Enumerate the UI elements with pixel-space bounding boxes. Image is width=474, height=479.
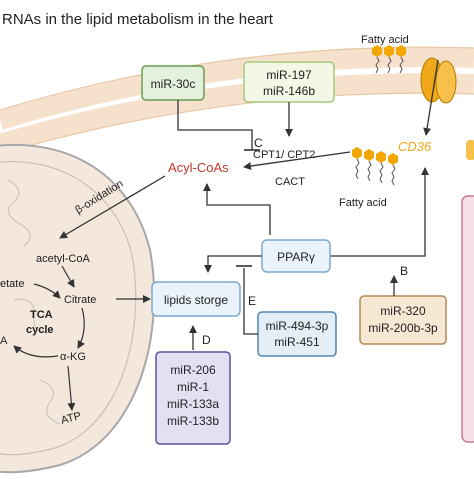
letter-d: D <box>202 333 211 347</box>
mir206-group-box: miR-206 miR-1 miR-133a miR-133b <box>155 351 231 445</box>
cact-label: CACT <box>275 176 305 188</box>
mitochondrion <box>0 143 156 474</box>
fatty-acid-mid-label: Fatty acid <box>339 197 387 209</box>
fatty-acid-top-icon <box>372 45 406 74</box>
letter-c: C <box>254 136 263 150</box>
beta-oxidation-arrow <box>59 175 166 239</box>
mir1-line: miR-1 <box>177 380 209 394</box>
mir200b-line: miR-200b-3p <box>368 321 438 335</box>
mir494-451-box: miR-494-3p miR-451 <box>257 311 337 357</box>
figure-title: RNAs in the lipid metabolism in the hear… <box>2 11 274 28</box>
atp-label: ATP <box>60 410 83 427</box>
citrate-to-akg-arrow <box>77 307 85 349</box>
mir30c-box: miR-30c <box>141 65 205 101</box>
letter-b: B <box>400 264 408 278</box>
pparg-box: PPARγ <box>261 239 331 273</box>
mir197-line: miR-197 <box>266 68 312 82</box>
mir133a-line: miR-133a <box>167 397 219 411</box>
membrane-edge <box>0 92 474 155</box>
lipids-storge-box: lipids storge <box>151 281 241 317</box>
mir30c-inhibition-line <box>177 100 253 150</box>
membrane-outer <box>0 47 474 130</box>
acetyl-coa-label: acetyl-CoA <box>36 253 90 265</box>
cd36-transport-arrow <box>423 59 439 136</box>
mir206-line: miR-206 <box>170 363 216 377</box>
acetate-label: etate <box>0 278 24 290</box>
pparg-label: PPARγ <box>277 250 315 264</box>
akg-to-oaa-arrow <box>13 345 59 358</box>
mir494-inhibition-line <box>243 268 258 335</box>
tca-label: TCA <box>30 309 53 321</box>
mir133b-line: miR-133b <box>167 414 219 428</box>
cd36-label: CD36 <box>398 139 432 154</box>
oaa-fragment-label: A <box>0 335 8 347</box>
mir197-146b-box: miR-197 miR-146b <box>243 61 335 103</box>
mir451-line: miR-451 <box>274 335 320 349</box>
acetyl-to-citrate-arrow <box>61 265 75 288</box>
cpt-label: CPT1/ CPT2 <box>253 149 315 161</box>
cycle-label: cycle <box>26 324 54 336</box>
pparg-to-cd36-arrow <box>330 167 429 257</box>
fatty-acid-mid-icon <box>352 147 398 186</box>
pparg-to-acyl-arrow <box>203 183 271 235</box>
membrane-inner <box>0 73 474 154</box>
mir146b-line: miR-146b <box>263 84 315 98</box>
mir30c-line: miR-30c <box>151 77 196 91</box>
mir320-line: miR-320 <box>380 304 426 318</box>
akg-label: α-KG <box>60 351 86 363</box>
lipids-storge-label: lipids storge <box>164 293 228 307</box>
acetate-to-citrate-arrow <box>33 283 61 299</box>
akg-to-atp-arrow <box>67 365 76 411</box>
citrate-label: Citrate <box>64 294 96 306</box>
acyl-coas-label: Acyl-CoAs <box>168 160 229 175</box>
cd36-transporter-icon <box>420 57 474 160</box>
right-panel <box>461 195 474 443</box>
cristae <box>7 179 61 425</box>
membrane-edge <box>0 46 474 111</box>
fatty-acid-to-acyl-arrow <box>243 151 351 170</box>
mitochondrion-inner <box>0 161 137 456</box>
mir320-200b-box: miR-320 miR-200b-3p <box>359 295 447 345</box>
mir494-line: miR-494-3p <box>266 319 329 333</box>
fatty-acid-top-label: Fatty acid <box>361 34 409 46</box>
pparg-to-lipids-arrow <box>204 255 262 273</box>
letter-e: E <box>248 294 256 308</box>
